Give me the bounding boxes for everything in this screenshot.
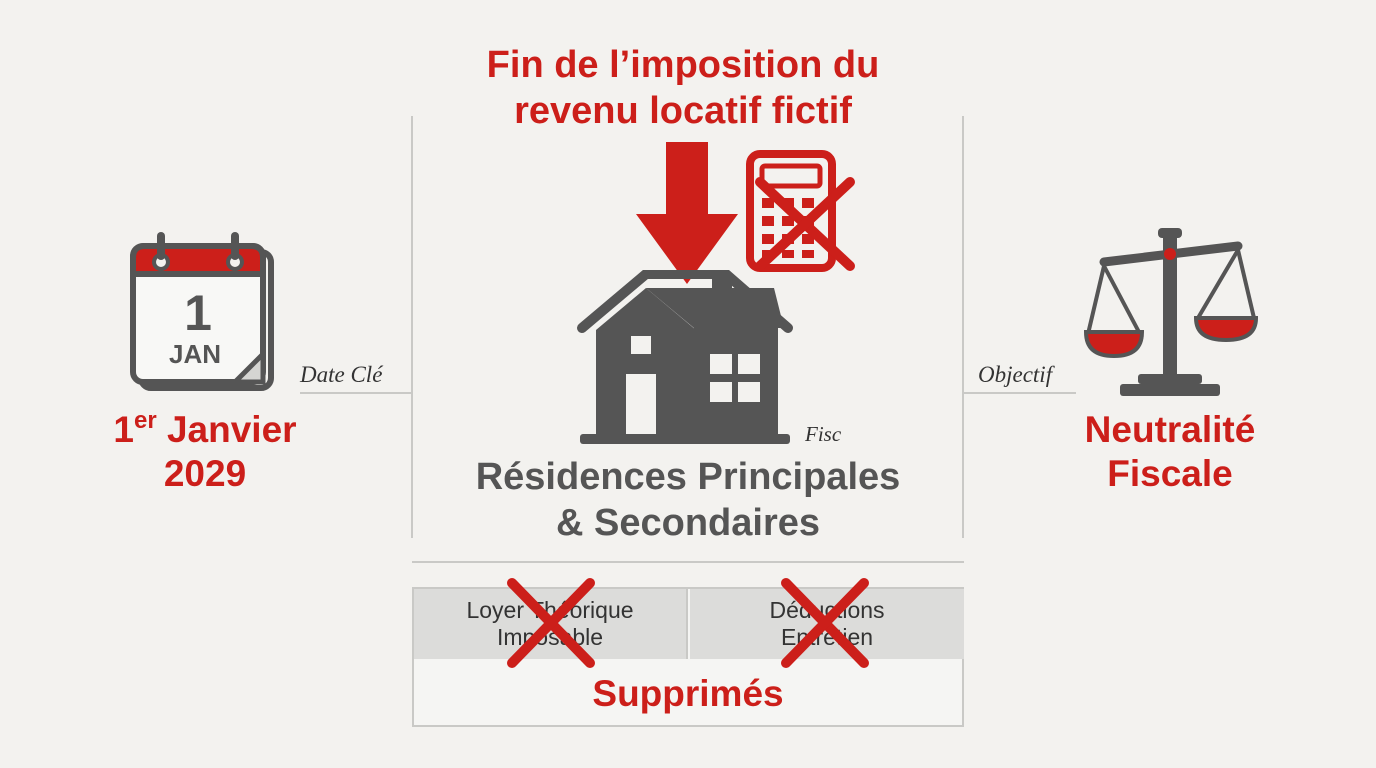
title-line-2: revenu locatif fictif — [514, 90, 852, 132]
cross-icon — [507, 578, 595, 668]
calendar-month: JAN — [169, 339, 221, 369]
down-arrow-icon — [636, 142, 738, 284]
fisc-label: Fisc — [805, 422, 842, 446]
subject-line-2: & Secondaires — [556, 502, 820, 544]
table-cell-loyer: Loyer Théorique Imposable — [414, 589, 688, 659]
bottom-frame-line — [412, 561, 964, 563]
title-line-1: Fin de l’imposition du — [486, 44, 880, 86]
left-connector-line — [300, 392, 411, 394]
left-frame-line — [411, 116, 413, 538]
goal-text: Neutralité Fiscale — [1050, 408, 1290, 496]
removed-label: Supprimés — [592, 673, 784, 714]
subject-line-1: Résidences Principales — [475, 456, 901, 498]
key-date: 1er Janvier 2029 — [80, 408, 330, 496]
house-icon — [577, 270, 793, 444]
cross-icon — [781, 578, 869, 668]
scales-icon — [1084, 228, 1259, 396]
subject-text: Résidences Principales & Secondaires — [420, 454, 956, 546]
cross-icon — [755, 177, 855, 271]
right-frame-line — [962, 116, 964, 538]
calendar-icon: 1 JAN — [130, 232, 274, 391]
date-superscript: er — [134, 407, 157, 434]
date-month-word: Janvier — [166, 409, 297, 450]
main-title: Fin de l’imposition du revenu locatif fi… — [400, 42, 966, 134]
date-prefix: 1 — [113, 409, 134, 450]
date-year: 2029 — [163, 453, 247, 494]
objectif-label: Objectif — [978, 362, 1053, 387]
removed-items-table: Loyer Théorique Imposable Déductions Ent… — [412, 578, 964, 727]
goal-line-1: Neutralité — [1084, 409, 1256, 450]
goal-line-2: Fiscale — [1107, 453, 1233, 494]
date-cle-label: Date Clé — [300, 362, 383, 387]
right-connector-line — [964, 392, 1076, 394]
calendar-day: 1 — [184, 285, 212, 341]
calculator-icon — [746, 150, 855, 272]
